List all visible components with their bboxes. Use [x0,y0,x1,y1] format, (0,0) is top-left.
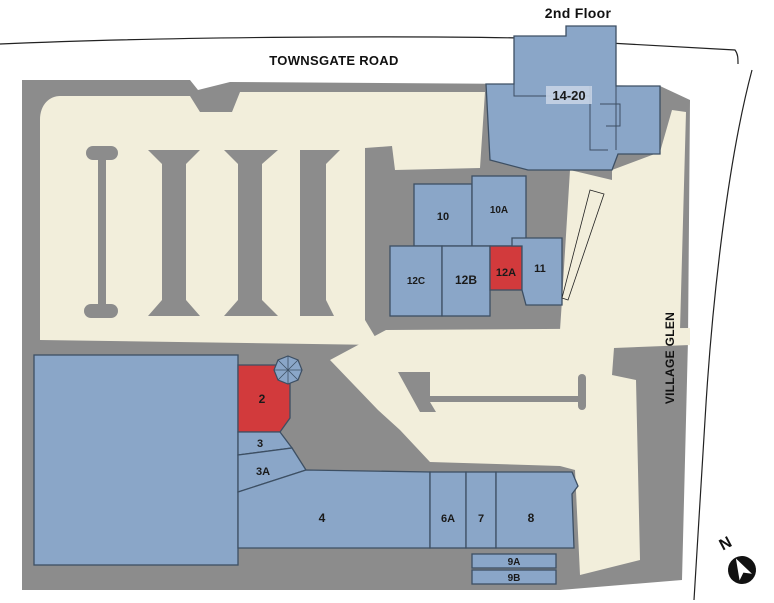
unit-8-label: 8 [528,511,535,525]
street-village-glen: VILLAGE GLEN [663,312,677,404]
rotunda-icon [273,355,303,385]
floor-label: 2nd Floor [545,5,612,21]
unit-3A-label: 3A [256,466,270,478]
unit-12B[interactable] [441,245,491,317]
unit-9B[interactable] [471,569,557,585]
unit-12C[interactable] [389,245,443,317]
unit-10[interactable] [413,183,473,247]
unit-9B-label: 9B [508,573,521,584]
unit-7[interactable] [465,471,497,549]
unit-10-label: 10 [437,211,449,223]
village-glen-curb [693,69,753,601]
unit-12A-label: 12A [496,267,516,279]
unit-14-20-label: 14-20 [552,88,585,103]
unit-9A[interactable] [471,553,557,569]
unit-3-label: 3 [257,438,263,450]
parking-area-east [612,110,686,340]
street-townsgate-road: TOWNSGATE ROAD [269,53,398,68]
unit-12C-label: 12C [407,276,425,287]
unit-11-label: 11 [534,263,546,275]
compass-letter: N [717,534,735,555]
parking-area-north [40,92,485,345]
anchor-building[interactable] [33,354,239,566]
townsgate-road-curb [0,36,739,65]
north-arrow-icon[interactable] [723,551,761,589]
unit-14-20-label-bg [546,86,592,104]
unit-12B-label: 12B [455,273,477,287]
parking-area-southeast [560,170,612,330]
unit-6A[interactable] [429,471,467,549]
unit-12A[interactable] [489,245,523,291]
unit-11[interactable] [511,237,563,306]
unit-2-label: 2 [259,392,266,406]
unit-10A-label: 10A [490,205,508,216]
unit-4-label: 4 [319,511,326,525]
unit-8[interactable] [495,471,579,549]
unit-7-label: 7 [478,513,484,525]
unit-10A[interactable] [471,175,527,247]
parking-islands [84,146,586,412]
unit-9A-label: 9A [508,557,521,568]
unit-6A-label: 6A [441,513,455,525]
walkway [561,189,605,301]
